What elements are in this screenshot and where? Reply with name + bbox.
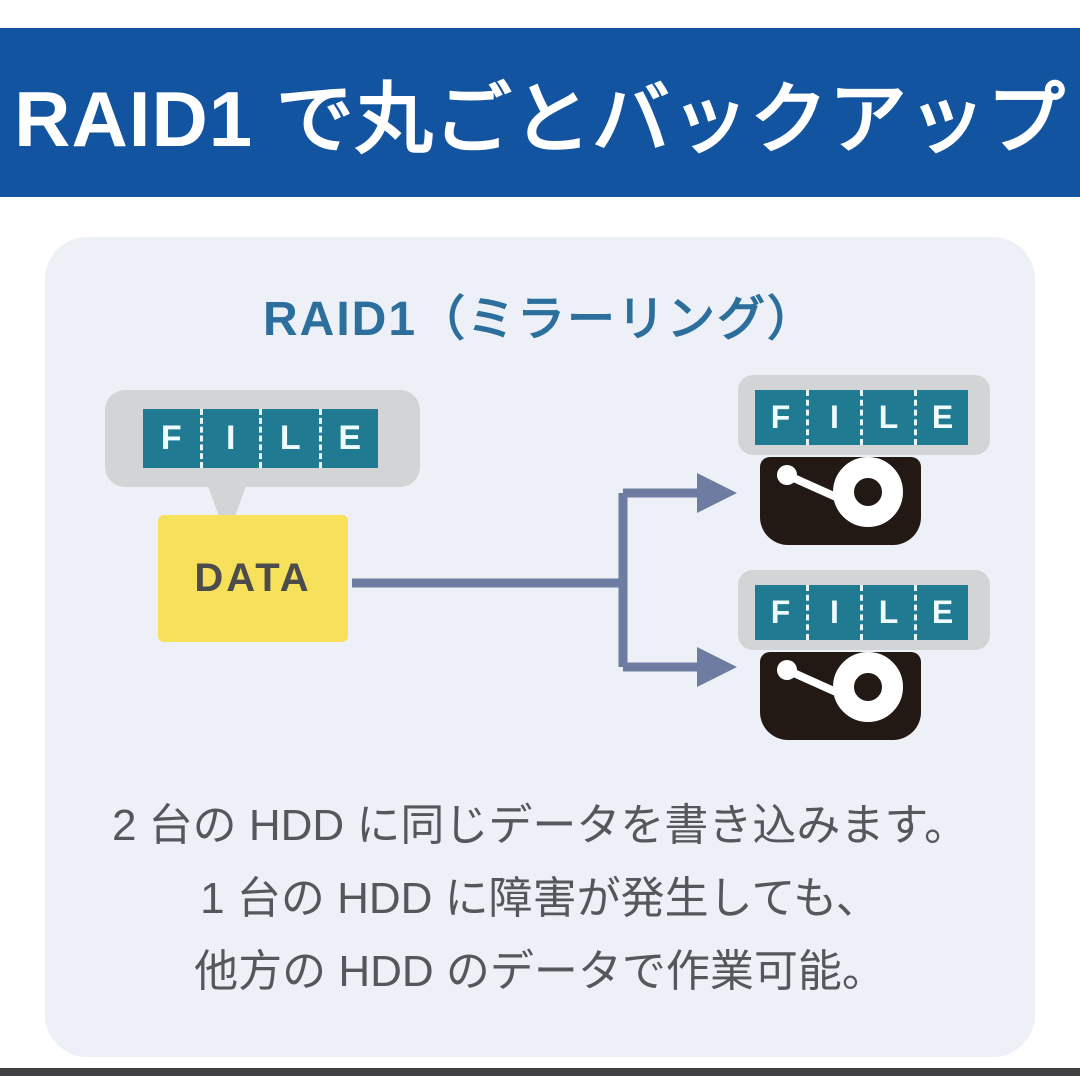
caption-text: 2 台の HDD に同じデータを書き込みます。 1 台の HDD に障害が発生し… xyxy=(45,789,1035,1008)
bottom-edge-bar xyxy=(0,1068,1080,1076)
data-source-box: DATA xyxy=(158,515,348,642)
data-label: DATA xyxy=(194,556,312,600)
source-file-callout: F I L E xyxy=(105,390,420,487)
card-subtitle: RAID1（ミラーリング） xyxy=(262,293,818,346)
hdd-platter-icon xyxy=(833,652,903,722)
arrowhead-bottom-icon xyxy=(697,647,737,687)
caption-line-3: 他方の HDD のデータで作業可能。 xyxy=(194,947,886,996)
mirror-hdd-2: F I L E xyxy=(738,570,998,810)
file-strip-icon: F I L E xyxy=(143,409,378,468)
arrowhead-top-icon xyxy=(697,473,737,513)
hdd-actuator-pivot-icon xyxy=(777,660,797,680)
file-strip-icon: F I L E xyxy=(755,390,968,445)
file-letter: I xyxy=(809,585,863,640)
file-letter: I xyxy=(203,409,262,468)
page-title: RAID1 で丸ごとバックアップ xyxy=(14,74,1066,163)
file-letter: L xyxy=(863,585,917,640)
header-banner: RAID1 で丸ごとバックアップ xyxy=(0,28,1080,197)
file-callout: F I L E xyxy=(738,375,990,455)
file-letter: L xyxy=(863,390,917,445)
mirror-hdd-1: F I L E xyxy=(738,375,998,615)
file-letter: L xyxy=(262,409,322,468)
file-letter: E xyxy=(338,419,362,457)
file-letter: F xyxy=(143,409,203,468)
caption-line-1: 2 台の HDD に同じデータを書き込みます。 xyxy=(111,801,969,850)
file-callout: F I L E xyxy=(738,570,990,650)
hdd-actuator-pivot-icon xyxy=(777,465,797,485)
raid1-card: RAID1（ミラーリング） F I L E DATA F I xyxy=(45,237,1035,1057)
caption-line-2: 1 台の HDD に障害が発生しても、 xyxy=(200,874,880,923)
file-letter: I xyxy=(809,390,863,445)
file-letter: F xyxy=(755,390,809,445)
file-strip-icon: F I L E xyxy=(755,585,968,640)
hdd-icon xyxy=(760,457,921,545)
file-letter: E xyxy=(931,399,954,435)
file-letter: E xyxy=(931,594,954,630)
file-letter: F xyxy=(755,585,809,640)
hdd-platter-icon xyxy=(833,457,903,527)
hdd-icon xyxy=(760,652,921,740)
